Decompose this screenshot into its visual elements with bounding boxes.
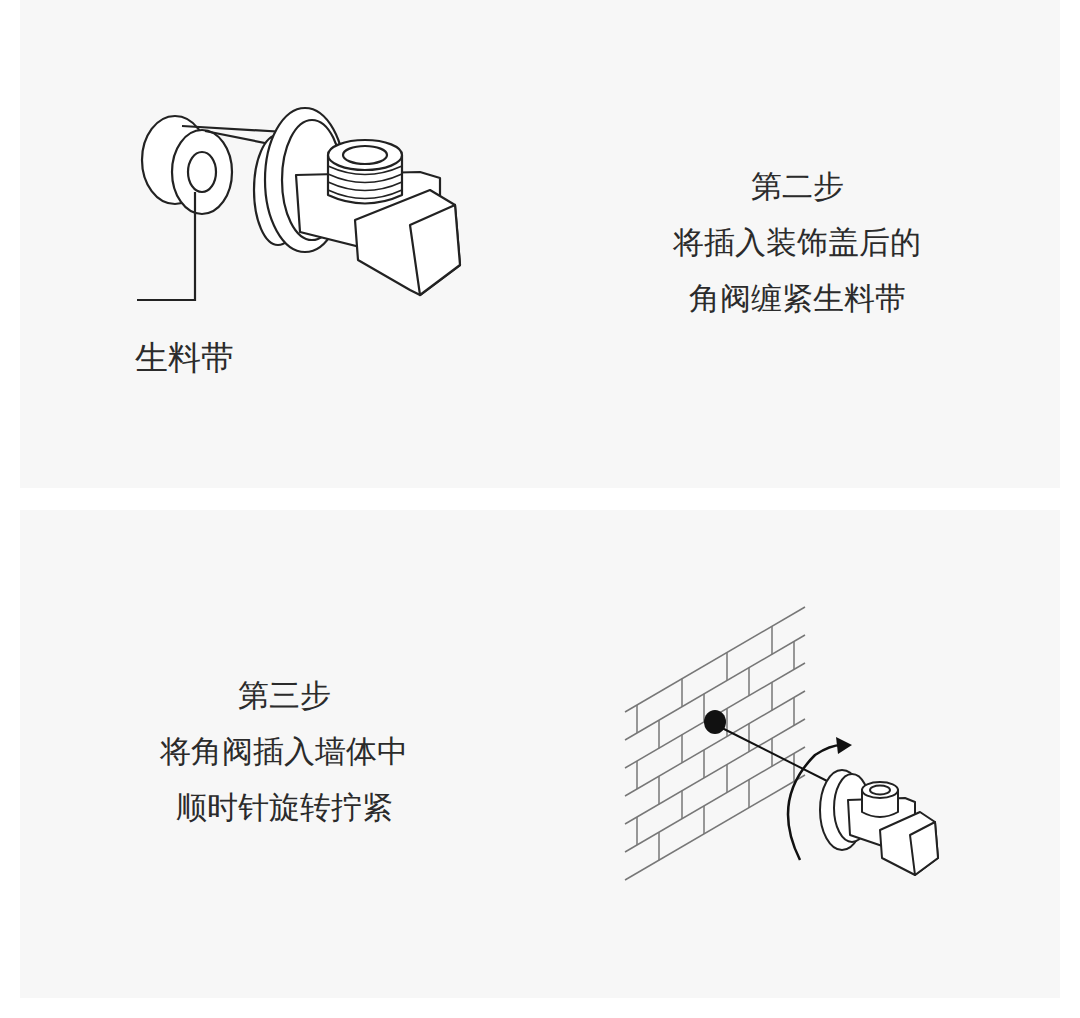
rotation-arrow (788, 745, 842, 860)
valve-with-tape (142, 108, 460, 295)
leader-line (137, 192, 195, 300)
wall-hole (704, 710, 726, 734)
step-heading: 第二步 (751, 168, 844, 205)
part-label: 生料带 (135, 338, 234, 378)
arrow-head (836, 737, 852, 754)
step-text: 角阀缠紧生料带 (689, 280, 906, 317)
step-text: 顺时针旋转拧紧 (176, 789, 393, 826)
brick-wall (625, 607, 805, 880)
step-text: 将插入装饰盖后的 (673, 224, 921, 261)
step-text: 将角阀插入墙体中 (160, 733, 408, 770)
valve (820, 770, 938, 875)
step-heading: 第三步 (238, 677, 331, 714)
